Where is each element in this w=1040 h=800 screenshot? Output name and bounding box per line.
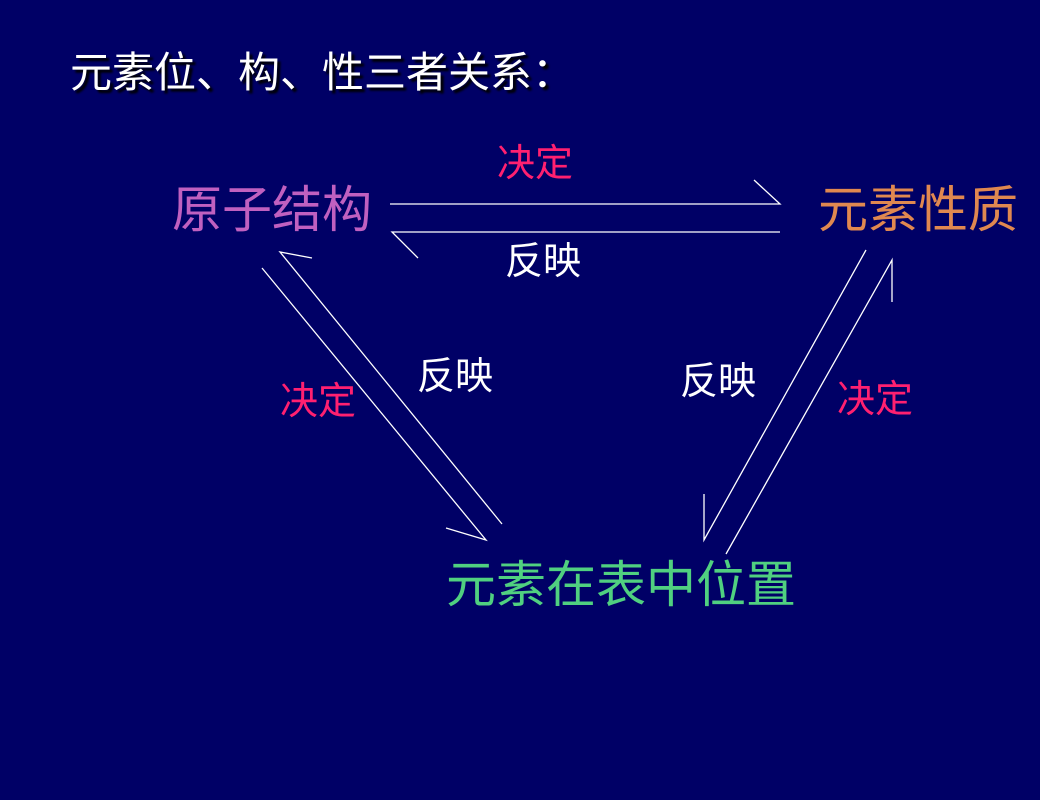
node-element-properties: 元素性质 xyxy=(818,181,1018,239)
label-right-reflect: 反映 xyxy=(680,359,757,403)
label-top-reflect: 反映 xyxy=(505,239,582,283)
node-position-in-table: 元素在表中位置 xyxy=(446,556,796,614)
arrow-properties-to-position xyxy=(703,249,867,543)
label-right-decide: 决定 xyxy=(837,377,914,421)
label-left-decide: 决定 xyxy=(280,379,357,423)
slide-title: 元素位、构、性三者关系： xyxy=(70,48,575,97)
node-atomic-structure: 原子结构 xyxy=(172,181,372,239)
arrow-structure-to-properties xyxy=(390,179,782,205)
label-top-decide: 决定 xyxy=(497,141,574,185)
arrow-position-to-structure xyxy=(278,251,503,525)
arrow-properties-to-structure xyxy=(390,231,780,259)
arrow-structure-to-position xyxy=(261,267,488,542)
arrow-position-to-properties xyxy=(725,257,893,555)
label-left-reflect: 反映 xyxy=(417,354,494,398)
